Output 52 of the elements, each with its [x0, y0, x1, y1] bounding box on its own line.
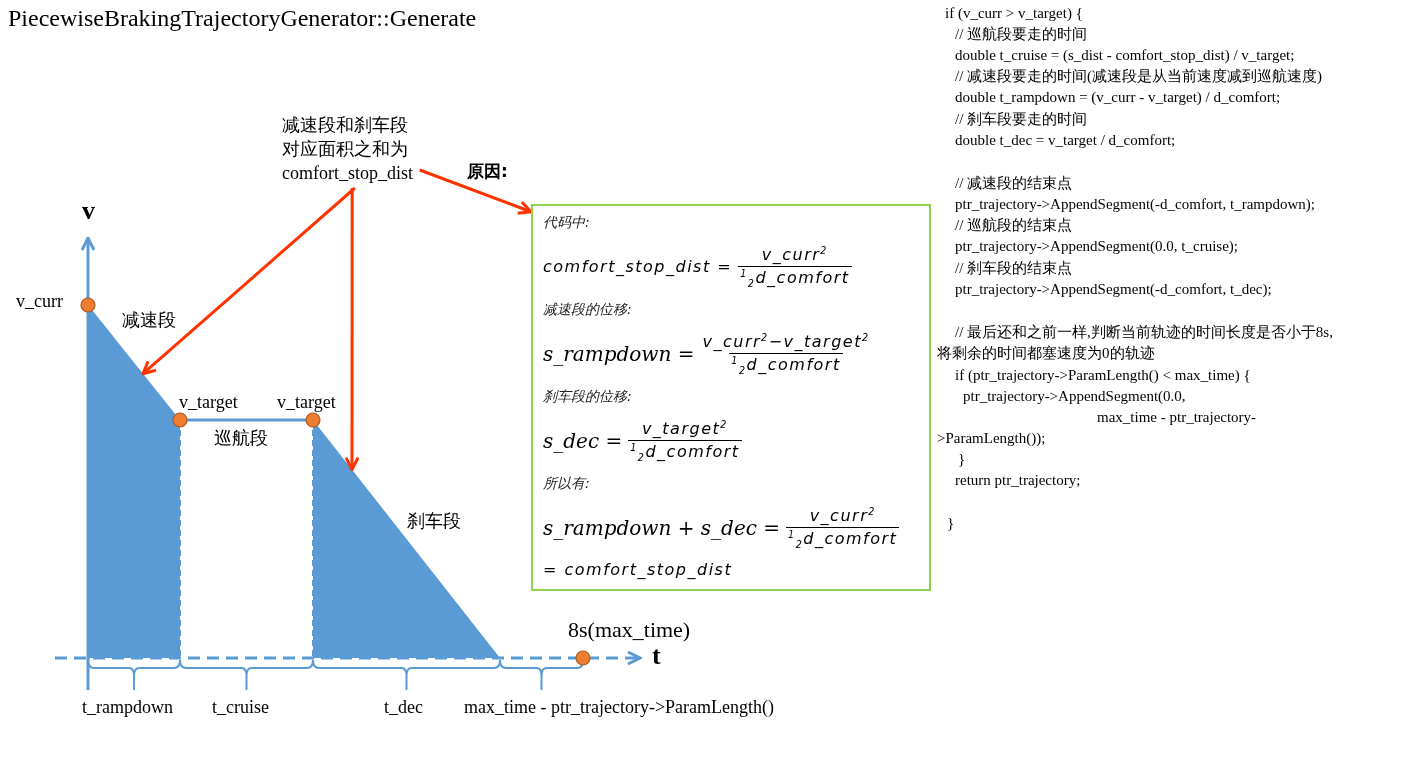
- formula-text: s_rampdown =: [543, 341, 695, 366]
- arrow: [419, 168, 533, 215]
- formula-text: s_dec =: [543, 428, 623, 453]
- formula-text: s_rampdown + s_dec =: [543, 515, 781, 540]
- formula-heading: 减速段的位移:: [543, 301, 632, 319]
- graph-label: t_rampdown: [82, 697, 173, 718]
- code-line: // 减速段的结束点: [955, 174, 1073, 193]
- formula-text: comfort_stop_dist =: [543, 257, 733, 276]
- code-line: ptr_trajectory->AppendSegment(-d_comfort, t_dec);: [955, 280, 1272, 299]
- code-line: // 巡航段的结束点: [955, 216, 1073, 235]
- code-line: ptr_trajectory->AppendSegment(0.0,: [963, 387, 1186, 406]
- graph-label: 减速段: [122, 310, 176, 331]
- code-line: // 减速段要走的时间(减速段是从当前速度减到巡航速度): [955, 67, 1323, 86]
- graph-label: v_target: [277, 392, 336, 413]
- code-line: // 刹车段要走的时间: [955, 110, 1088, 129]
- code-line: }: [947, 514, 955, 533]
- title: PiecewiseBrakingTrajectoryGenerator::Generate: [8, 5, 477, 32]
- code-line: double t_dec = v_target / d_comfort;: [955, 131, 1176, 150]
- formula-text: = comfort_stop_dist: [543, 560, 733, 579]
- shaded-area: [88, 336, 180, 658]
- numerator: v_target$^{2}$: [640, 418, 729, 440]
- graph-label: 巡航段: [214, 428, 268, 449]
- code-line: // 巡航段要走的时间: [955, 25, 1088, 44]
- arrow: [344, 188, 360, 472]
- arrow: [141, 186, 356, 376]
- formula-heading: 刹车段的位移:: [543, 388, 632, 406]
- graph-label: t_cruise: [212, 697, 269, 718]
- graph-label: 8s(max_time): [568, 617, 691, 643]
- graph-label: t_dec: [384, 697, 423, 718]
- axis-label: v: [82, 196, 95, 226]
- code-line: max_time - ptr_trajectory->ParamLength());: [937, 408, 1258, 448]
- graph-label: 刹车段: [407, 511, 461, 532]
- annotation-text: 减速段和刹车段对应面积之和为 comfort_stop_dist: [282, 113, 417, 185]
- formula-heading: 所以有:: [543, 475, 590, 493]
- code-line: }: [958, 450, 966, 469]
- code-line: ptr_trajectory->AppendSegment(-d_comfort, t_rampdown);: [955, 195, 1316, 214]
- graph-label: v_curr: [16, 291, 63, 312]
- graph-label: v_target: [179, 392, 238, 413]
- code-line: if (v_curr > v_target) {: [945, 4, 1083, 23]
- heading: 原因:: [467, 160, 508, 183]
- formula-heading: 代码中:: [543, 214, 590, 232]
- numerator: v_curr$^{2}$: [760, 244, 829, 266]
- code-line: return ptr_trajectory;: [955, 471, 1081, 490]
- code-line: ptr_trajectory->AppendSegment(0.0, t_cruise);: [955, 237, 1238, 256]
- numerator: v_curr$^{2}$−v_target$^{2}$: [701, 331, 871, 353]
- axis-label: t: [652, 641, 661, 671]
- code-line: double t_cruise = (s_dist - comfort_stop_dist) / v_target;: [955, 46, 1295, 65]
- code-line: double t_rampdown = (v_curr - v_target) / d_comfort;: [955, 88, 1281, 107]
- code-line: if (ptr_trajectory->ParamLength() < max_time) {: [955, 366, 1251, 385]
- numerator: v_curr$^{2}$: [808, 505, 877, 527]
- code-line: // 刹车段的结束点: [955, 259, 1073, 278]
- graph-label: max_time - ptr_trajectory->ParamLength(): [464, 697, 775, 718]
